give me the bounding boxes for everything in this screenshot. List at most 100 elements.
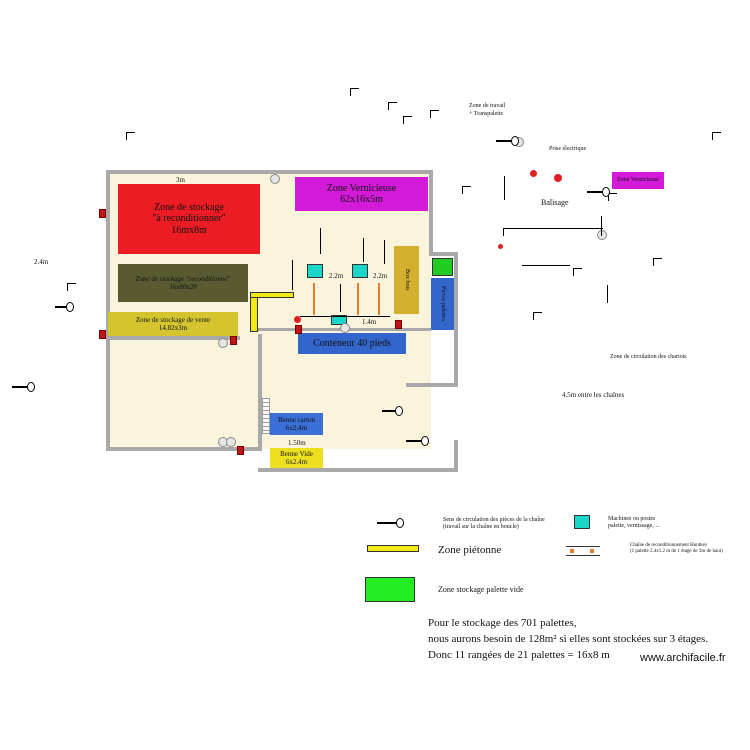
- legend-chain-dot-1: [570, 549, 574, 553]
- extinguisher-2: [218, 338, 228, 348]
- tick-mark-11: [608, 193, 617, 201]
- dim-3m-top: 3m: [176, 176, 185, 184]
- legend-empty-pallet-swatch: [365, 577, 415, 602]
- zone-recond-line3: 16mx8m: [171, 224, 207, 236]
- zone-stockage-reconditionner[interactable]: Zone de stockage "à reconditionner" 16mx…: [118, 184, 260, 254]
- pieces-palettes-column[interactable]: Pièces palettes: [431, 278, 454, 330]
- tick-mark-12: [573, 268, 582, 276]
- legend-empty-pallet-text: Zone stockage palette vide: [438, 585, 524, 594]
- label-circulation: Zone de circulation des chariots: [610, 354, 687, 360]
- label-balisage: Balisage: [541, 198, 569, 207]
- legend-chain-text-2: (1 palette 2.4x1.2 m de 1 étage de 3m de…: [630, 549, 723, 554]
- tick-mark-10: [653, 258, 662, 266]
- zone-vente-line1: Zone de stockage de vente: [135, 315, 211, 324]
- benne-vide[interactable]: Benne Vide 6x2.4m: [270, 448, 323, 468]
- chain-rack-2: [357, 283, 359, 315]
- machine-1[interactable]: [307, 264, 323, 278]
- flow-arrow-3: [12, 382, 35, 392]
- wall-inner-vertical: [258, 334, 262, 451]
- footer-line-1: Pour le stockage des 701 palettes,: [428, 617, 577, 629]
- benne-vide-line2: 6x2.4m: [285, 458, 308, 466]
- flow-arrow-5: [382, 406, 403, 416]
- transpalette-text: + Transpalette: [469, 110, 504, 117]
- tick-mark-6: [462, 186, 471, 194]
- right-line-5: [607, 285, 608, 303]
- wall-left: [106, 170, 110, 451]
- lower-wall-bottom: [258, 468, 458, 472]
- tick-mark-7: [712, 132, 721, 140]
- legend-chain-text: Chaîne de reconditionnement Huntkey (1 p…: [630, 543, 723, 555]
- annex-wall-bottom: [406, 383, 458, 387]
- wall-top: [106, 170, 433, 174]
- label-zone-travail: Zone de travail + Transpalette: [469, 103, 505, 119]
- fire-ext-2: [99, 330, 106, 339]
- benne-carton-line2: 6x2.4m: [285, 424, 308, 432]
- legend-arrow-text-1: Sens de circulation des pièces de la cha…: [443, 517, 545, 523]
- right-line-4: [522, 265, 570, 266]
- zone-vente-line2: 14.82x3m: [158, 324, 188, 332]
- wall-bottom: [106, 447, 262, 451]
- zone-recondit-line2: 16x80x20: [169, 283, 197, 291]
- zone-stockage-vente[interactable]: Zone de stockage de vente 14.82x3m: [108, 312, 238, 336]
- right-vernicieuse-box[interactable]: Zone Vernicieuse: [612, 172, 664, 189]
- zone-stockage-reconditionne[interactable]: Zone de stockage "reconditionné" 16x80x2…: [118, 264, 248, 302]
- extinguisher-4: [226, 437, 236, 447]
- legend-cyan-text-1: Machines ou postes: [608, 516, 656, 522]
- footer-notes: Pour le stockage des 701 palettes, nous …: [428, 616, 708, 664]
- benne-carton[interactable]: Benne carton 6x2.4m: [270, 413, 323, 435]
- line-f: [300, 316, 390, 317]
- legend-cyan-text-2: palette, vernissage, ...: [608, 523, 660, 530]
- zone-recondit-line1: Zone de stockage "reconditionné": [135, 274, 231, 283]
- red-dot-3: [554, 174, 562, 182]
- dim-14m: 1.4m: [362, 318, 377, 326]
- right-line-3: [503, 228, 504, 236]
- green-small-zone[interactable]: [432, 258, 453, 276]
- red-dot-1: [294, 316, 301, 323]
- tick-mark-4: [430, 110, 439, 118]
- line-a: [320, 228, 321, 254]
- annex-wall-right: [454, 252, 458, 387]
- wall-right-upper: [429, 170, 433, 252]
- fire-ext-5: [395, 320, 402, 329]
- legend-chain-text-1: Chaîne de reconditionnement Huntkey: [630, 543, 708, 548]
- flow-arrow-6: [55, 302, 74, 312]
- right-vernicieuse-label: Zone Vernicieuse: [617, 177, 659, 184]
- chain-rack-3: [378, 283, 380, 315]
- tick-mark-5: [126, 132, 135, 140]
- box-bois[interactable]: Box bois: [394, 246, 419, 314]
- zone-vernicieuse[interactable]: Zone Vernicieuse 62x16x5m: [295, 177, 428, 211]
- wall-mid: [106, 336, 240, 340]
- line-e: [292, 260, 293, 290]
- line-c: [363, 238, 364, 262]
- footer-line-3: Donc 11 rangées de 21 palettes = 16x8 m: [428, 648, 610, 661]
- tick-mark-2: [388, 102, 397, 110]
- conteneur-label: Conteneur 40 pieds: [313, 337, 391, 349]
- pedestrian-path-vertical: [250, 292, 258, 332]
- machine-3[interactable]: [331, 315, 347, 325]
- dim-22m-a: 2.2m: [329, 272, 344, 280]
- pedestrian-path-horizontal: [250, 292, 294, 298]
- benne-carton-line1: Benne carton: [277, 415, 316, 424]
- conteneur-40-pieds[interactable]: Conteneur 40 pieds: [298, 333, 406, 354]
- zone-vernicieuse-line1: Zone Vernicieuse: [326, 182, 397, 194]
- fire-ext-6: [237, 446, 244, 455]
- zone-vernicieuse-line2: 62x16x5m: [340, 194, 383, 205]
- red-dot-2: [530, 170, 537, 177]
- legend-chain-dot-2: [590, 549, 594, 553]
- line-b: [340, 284, 341, 312]
- zone-recond-line2: "à reconditionner": [152, 213, 226, 225]
- stairs: [262, 398, 270, 434]
- tick-mark-3: [403, 116, 412, 124]
- zone-recond-line1: Zone de stockage: [154, 201, 224, 213]
- label-entre-chaines: 4.5m entre les chaînes: [562, 391, 625, 399]
- extinguisher-5: [340, 323, 350, 333]
- label-prise: Prise électrique: [549, 146, 587, 152]
- fire-ext-4: [230, 336, 237, 345]
- footer-line-2: nous aurons besoin de 128m² si elles son…: [428, 632, 709, 645]
- extinguisher-1: [270, 174, 280, 184]
- flow-arrow-1: [496, 136, 519, 146]
- right-line-6: [601, 216, 602, 236]
- machine-2[interactable]: [352, 264, 368, 278]
- fire-ext-1: [99, 209, 106, 218]
- flow-arrow-2: [587, 187, 610, 197]
